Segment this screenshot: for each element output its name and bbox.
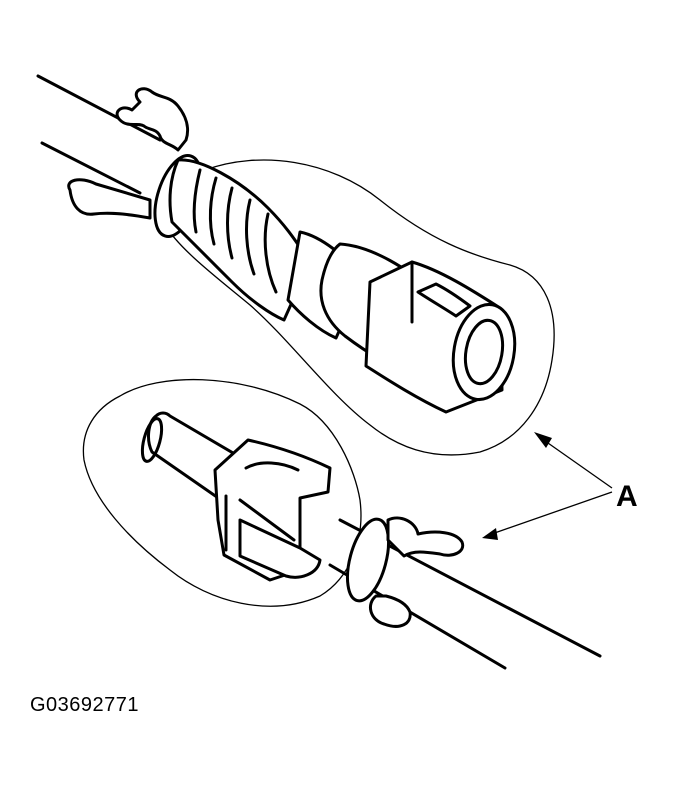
retainer-clip-prongs (115, 87, 190, 152)
arrowhead-bottom (482, 528, 498, 540)
disconnected-fitting (82, 378, 602, 670)
arrowhead-top (534, 432, 552, 448)
retainer-ring-bottom (345, 517, 391, 603)
pipe-lower-line (40, 141, 142, 195)
highlight-outline-bottom (82, 378, 362, 607)
bellows-hose (168, 158, 312, 322)
connected-fitting (36, 74, 555, 456)
callout-leaders (482, 432, 613, 540)
retainer-ring-prongs (386, 516, 465, 558)
highlight-outline-top (161, 159, 555, 456)
callout-label-a: A (616, 480, 638, 513)
housing-window (416, 282, 472, 318)
pipe-upper-line (36, 74, 162, 142)
clip-tab (238, 518, 322, 579)
figure-id: G03692771 (30, 694, 140, 716)
retainer-clip-lower-prong (67, 178, 152, 220)
